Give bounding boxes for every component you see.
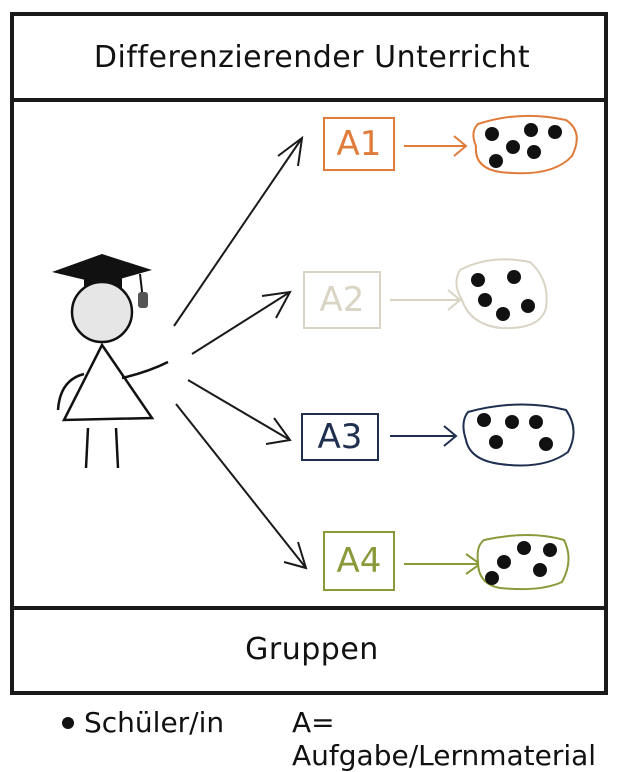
task-box-a3 (301, 413, 379, 461)
student-dot (548, 125, 562, 139)
arrow-to-a4 (175, 403, 307, 569)
teacher-figure (52, 254, 169, 469)
student-dot (521, 299, 535, 313)
student-group-a2 (455, 258, 548, 330)
student-dot (524, 123, 538, 137)
student-dot (507, 270, 521, 284)
task-label-a3: A3 (317, 417, 363, 457)
teacher-arrows (173, 135, 308, 570)
student-dot (539, 437, 553, 451)
groups-label: Gruppen (245, 632, 379, 667)
outer-frame (10, 12, 608, 695)
student-group-a4 (476, 534, 570, 591)
task-box-a2 (303, 271, 381, 329)
student-dot (485, 571, 499, 585)
legend-task: A= Aufgabe/Lernmaterial (292, 706, 597, 772)
student-dot (485, 127, 499, 141)
arrow-to-a2 (191, 291, 291, 355)
student-dot-icon (62, 716, 74, 729)
teacher-head (70, 280, 134, 344)
student-dot (505, 415, 519, 429)
student-dot (543, 543, 557, 557)
student-dot (533, 563, 547, 577)
student-dot (506, 140, 520, 154)
legend-student: Schüler/in (62, 706, 224, 739)
student-dot (478, 293, 492, 307)
diagram-title: Differenzierender Unterricht (93, 40, 531, 75)
task-label-a1: A1 (336, 124, 382, 164)
teacher-body (61, 342, 155, 422)
graduation-cap-icon (52, 254, 152, 284)
task-label-a2: A2 (319, 280, 365, 320)
student-dot (489, 154, 503, 168)
student-dot (529, 415, 543, 429)
student-dot (477, 413, 491, 427)
task-label-a4: A4 (336, 541, 382, 581)
student-dot (471, 273, 485, 287)
student-group-a1 (472, 114, 578, 175)
arrow-to-a3 (187, 379, 291, 441)
group-arrows (390, 135, 482, 575)
student-dot (496, 307, 510, 321)
student-dot (497, 555, 511, 569)
task-box-a1 (323, 117, 395, 171)
student-dot (517, 541, 531, 555)
student-group-a3 (462, 403, 575, 467)
arrow-to-a1 (173, 137, 303, 327)
student-dot (489, 435, 503, 449)
student-dot (527, 145, 541, 159)
legend-student-label: Schüler/in (84, 706, 225, 739)
task-box-a4 (323, 531, 395, 591)
